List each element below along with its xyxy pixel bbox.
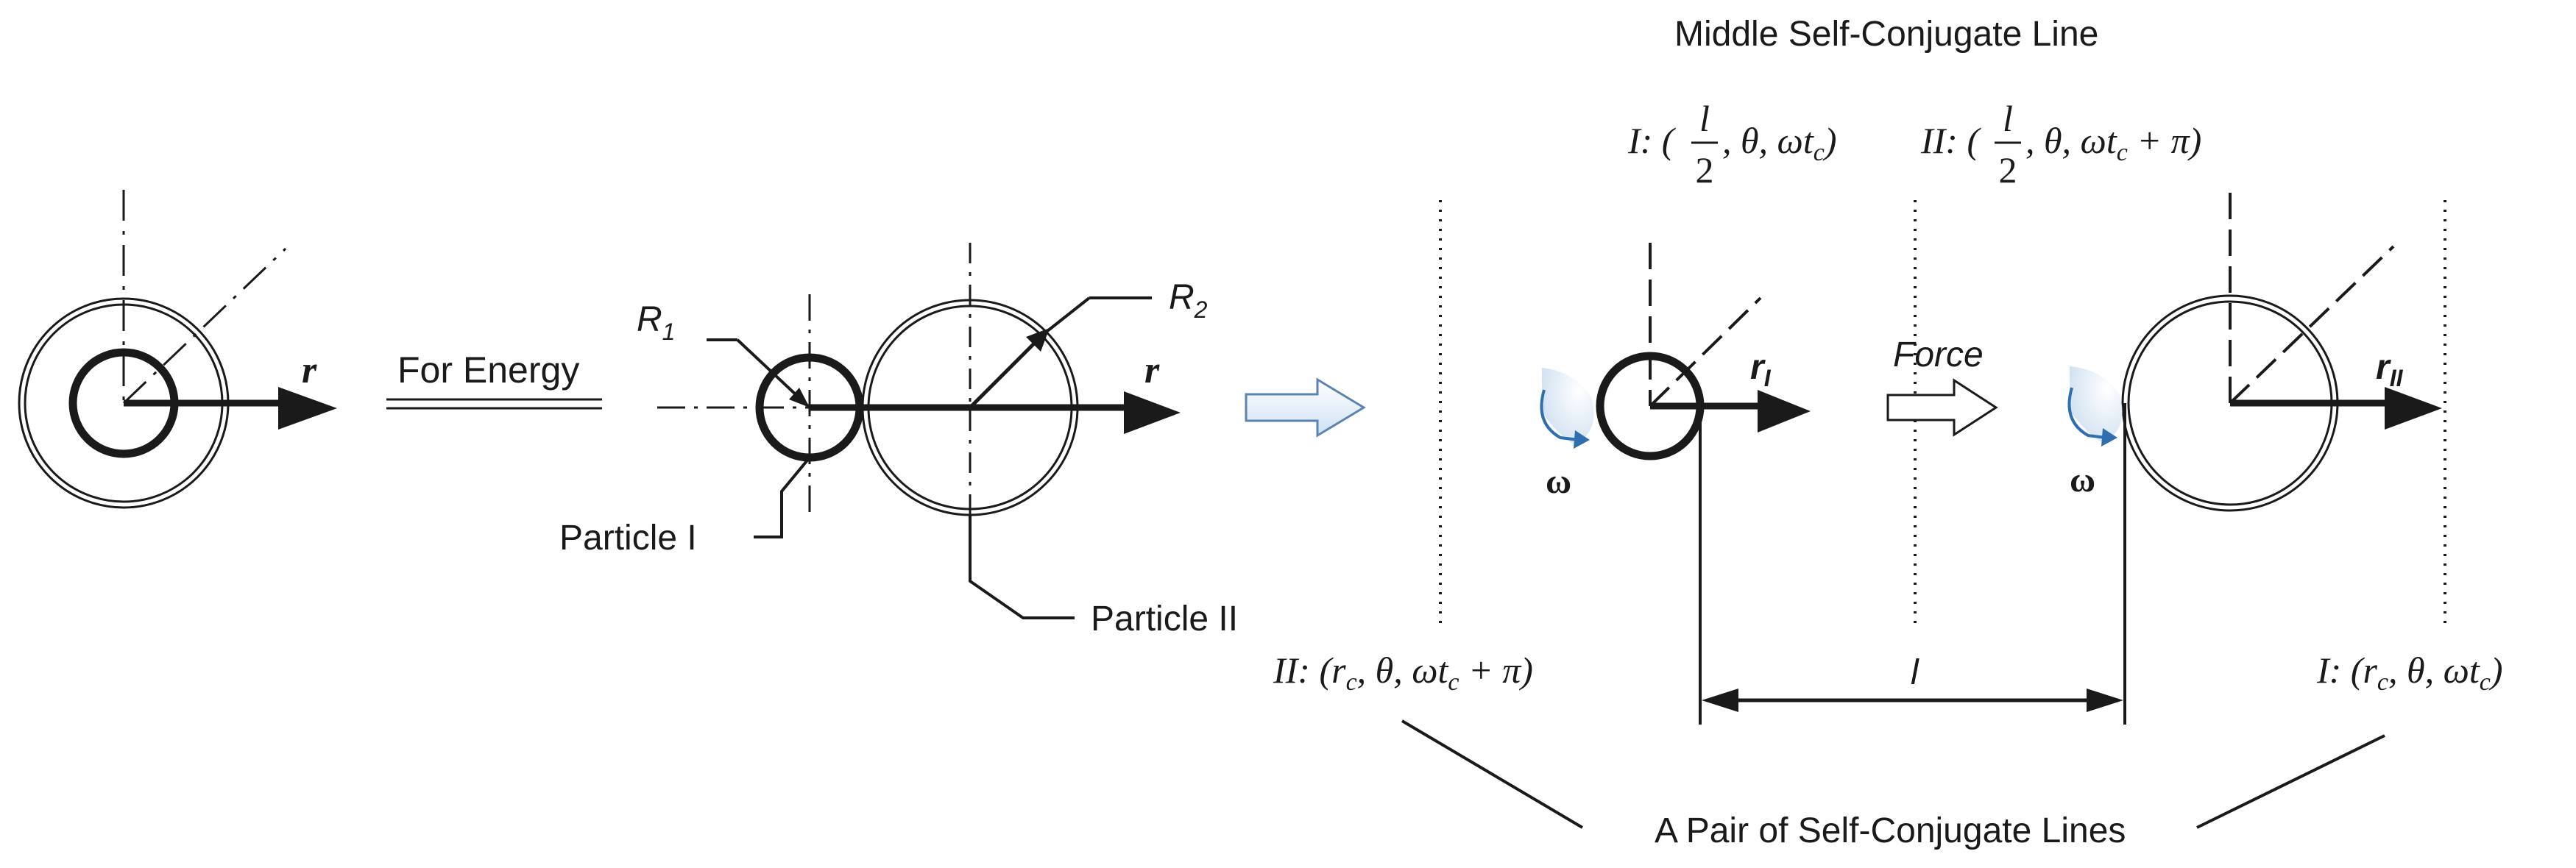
svg-text:II: (: II: (	[1920, 120, 1981, 161]
svg-text:II: (rc, θ, ωtc + π): II: (rc, θ, ωtc + π)	[1273, 650, 1533, 696]
particle-two-label: Particle II	[1091, 600, 1238, 638]
length-l-label: l	[1911, 653, 1919, 692]
diagonal-axis-left	[122, 247, 287, 405]
for-energy-label: For Energy	[397, 349, 579, 391]
middle-line-title: Middle Self-Conjugate Line	[1674, 15, 2098, 54]
r-one-arrowhead	[1758, 390, 1811, 433]
r1-label: R1	[637, 300, 675, 345]
rotation-arrow-icon	[2067, 366, 2123, 447]
omega-label-left: ω	[1546, 462, 1571, 501]
r1-arrowhead	[789, 388, 810, 408]
svg-text:I: (rc, θ, ωtc): I: (rc, θ, ωtc)	[2316, 650, 2503, 696]
radius-arrowhead-left	[278, 387, 337, 430]
svg-text:I: (: I: (	[1627, 120, 1677, 161]
r-one-label: rI	[1750, 348, 1772, 391]
svg-text:, θ, ωtc): , θ, ωtc)	[1722, 120, 1837, 166]
self-conjugate-scene: Middle Self-Conjugate Line I: ( l 2 , θ,…	[1273, 15, 2503, 850]
pair-leader-left	[1401, 719, 1584, 829]
r-two-label: rII	[2376, 348, 2404, 391]
svg-text:, θ, ωtc + π): , θ, ωtc + π)	[2025, 120, 2201, 166]
r-two-arrowhead	[2385, 387, 2442, 430]
omega-label-right: ω	[2070, 460, 2095, 499]
svg-text:l: l	[1699, 98, 1710, 139]
rotation-arrow-icon	[1540, 368, 1594, 449]
formula-right-line: I: (rc, θ, ωtc)	[2316, 650, 2503, 696]
for-energy-group: For Energy	[386, 349, 602, 410]
r-label-mid: r	[1144, 349, 1160, 391]
particle-two-leader	[969, 515, 1075, 619]
particle-one-leader	[754, 456, 811, 538]
formula-left-line: II: (rc, θ, ωtc + π)	[1273, 650, 1533, 696]
diagonal-axis-r-two	[2229, 245, 2395, 405]
svg-text:2: 2	[1696, 149, 1714, 191]
pair-lines-label: A Pair of Self-Conjugate Lines	[1655, 811, 2126, 850]
two-particle-group: r R1 R2 Particle I Particle II	[559, 243, 1238, 638]
length-arrowhead-left	[1702, 689, 1738, 712]
particle-one-label: Particle I	[559, 519, 697, 558]
force-label: Force	[1893, 335, 1984, 374]
diagonal-axis-r-one	[1649, 296, 1762, 408]
svg-text:2: 2	[1999, 149, 2017, 191]
force-arrow-icon	[1886, 378, 1998, 437]
hollow-right-arrow-icon	[1245, 377, 1366, 438]
r2-leader-line	[1042, 296, 1091, 335]
r2-label: R2	[1169, 278, 1208, 323]
pair-leader-right	[2196, 734, 2385, 829]
r-label-left: r	[302, 349, 317, 391]
formula-middle-one: I: ( l 2 , θ, ωtc)	[1627, 98, 1837, 191]
svg-text:l: l	[2003, 98, 2013, 139]
r2-radius-arrow	[969, 332, 1045, 409]
single-particle-group: r	[18, 190, 337, 509]
radius-arrowhead-mid	[1124, 391, 1181, 434]
formula-middle-two: II: ( l 2 , θ, ωtc + π)	[1920, 98, 2201, 191]
length-arrowhead-right	[2087, 689, 2123, 712]
